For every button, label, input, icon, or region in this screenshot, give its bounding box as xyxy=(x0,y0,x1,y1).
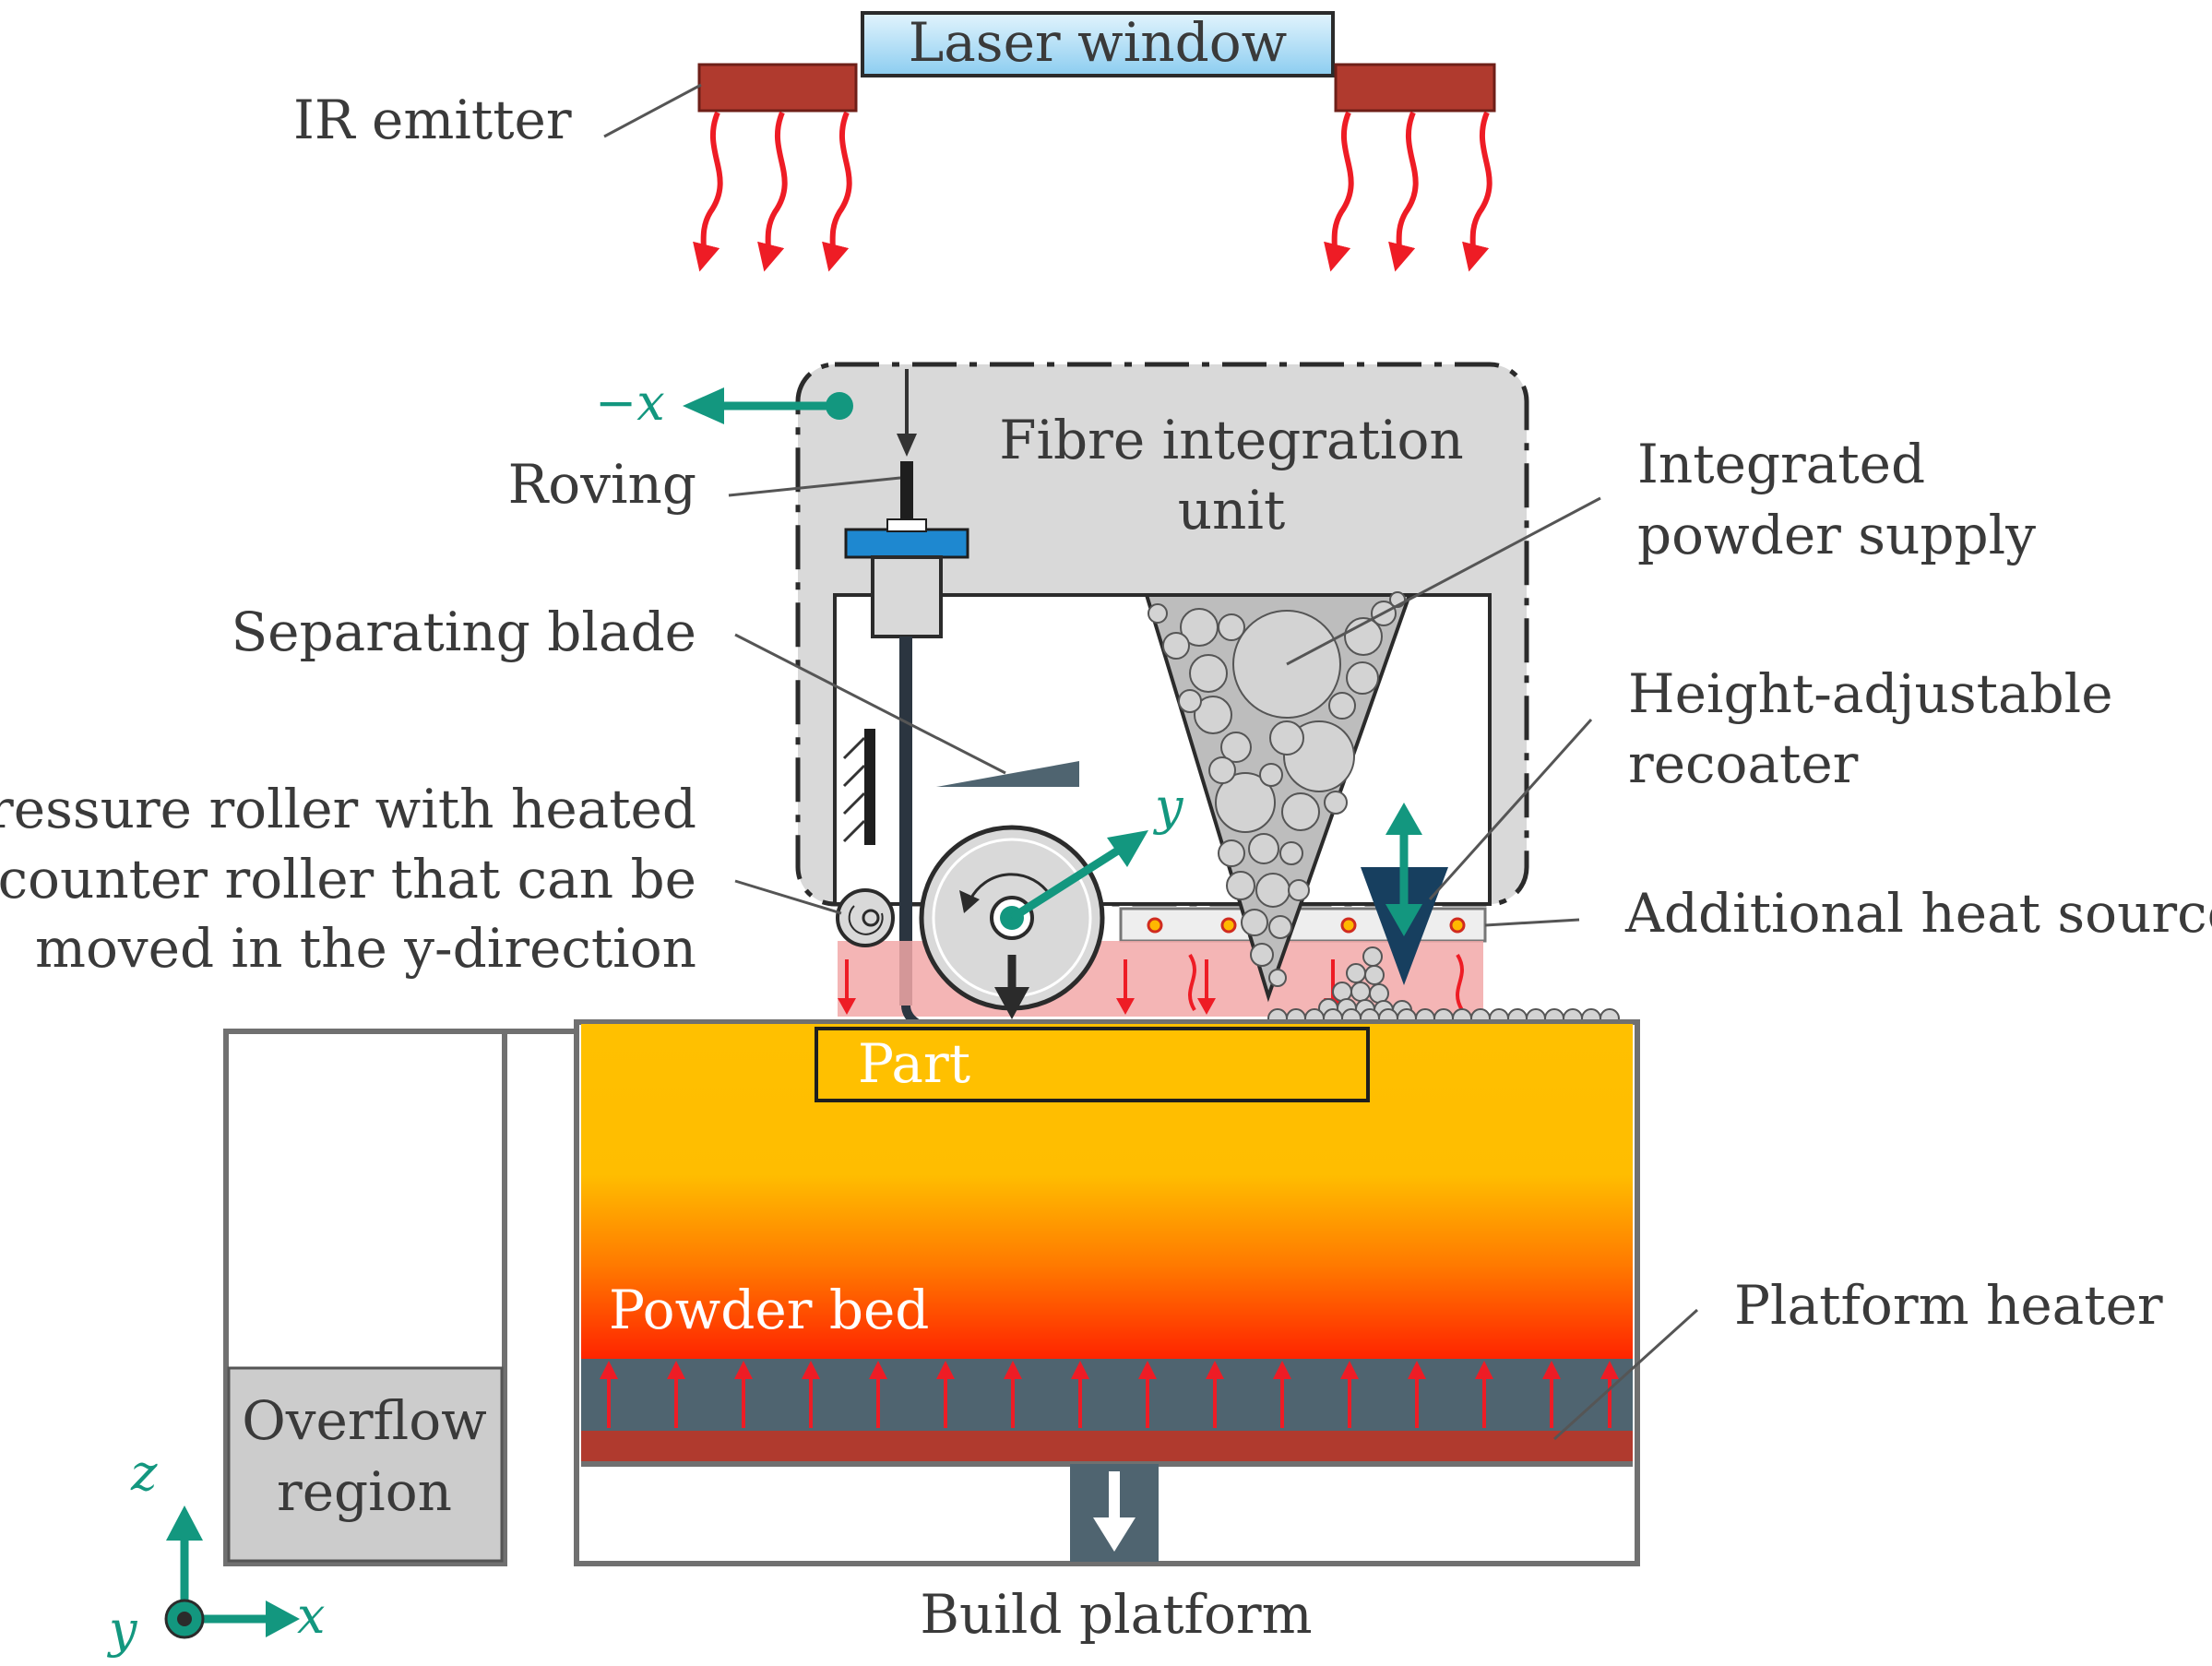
y-axis-label: y xyxy=(107,1601,138,1659)
overflow-region-fill xyxy=(227,1366,504,1563)
side-wall-bar xyxy=(864,729,875,845)
roving-guide-body xyxy=(871,555,943,638)
separating-blade xyxy=(936,761,1079,787)
platform-heater-arrows xyxy=(607,1374,1611,1428)
recoater-updown-arrow xyxy=(1385,803,1422,936)
wall-hatch xyxy=(842,736,866,843)
fibre-unit-label-1: Fibre integration xyxy=(999,409,1464,471)
additional-heat-source-label: Additional heat source xyxy=(1624,882,2212,945)
ir-emitter-leader xyxy=(603,83,702,138)
pressure-roller-label-2: counter roller that can be xyxy=(0,848,696,910)
platform-heater-leader xyxy=(1552,1308,1699,1441)
roving-guide-tab xyxy=(886,518,927,532)
ir-emitter-label: IR emitter xyxy=(293,89,572,151)
minus-x-axis-label: −x xyxy=(595,374,665,432)
build-platform-label: Build platform xyxy=(920,1583,1312,1646)
recoater-label-1: Height-adjustable xyxy=(1628,662,2113,725)
minus-x-direction-arrow xyxy=(683,387,853,424)
overflow-label-2: region xyxy=(277,1460,452,1523)
part xyxy=(815,1027,1370,1102)
pressure-roller-leader xyxy=(734,879,842,915)
ir-radiation-arrows xyxy=(693,111,1493,272)
roving-guide-clamp xyxy=(844,528,969,559)
additional-heat-leader xyxy=(1484,918,1580,927)
powder-particles xyxy=(1148,591,1406,987)
ir-emitter-left xyxy=(697,63,858,113)
separating-blade-leader xyxy=(734,633,1006,775)
laser-window xyxy=(861,11,1335,77)
platform-heater-plate xyxy=(581,1359,1633,1431)
recoater-label-2: recoater xyxy=(1628,732,1859,795)
counter-roller xyxy=(836,888,895,947)
pressure-roller-label-1: Pressure roller with heated xyxy=(0,778,696,840)
separating-blade-label: Separating blade xyxy=(231,601,696,663)
platform-heater-label: Platform heater xyxy=(1734,1274,2163,1337)
roving-leader xyxy=(728,476,901,497)
z-axis-label: z xyxy=(130,1444,158,1502)
platform-heater-arrowheads xyxy=(600,1361,1619,1379)
integrated-powder-leader xyxy=(1286,496,1601,666)
laser-window-label: Laser window xyxy=(909,11,1288,74)
y-direction-arrow xyxy=(1009,845,1124,922)
overflow-label-1: Overflow xyxy=(242,1389,487,1452)
counter-roller-hub xyxy=(862,909,880,927)
roving-tape-vertical xyxy=(899,637,912,1006)
pressure-roller-label-3: moved in the y-direction xyxy=(35,917,696,980)
platform-heater-element xyxy=(581,1431,1633,1461)
integrated-powder-label-2: powder supply xyxy=(1637,504,2036,566)
part-label: Part xyxy=(858,1032,970,1095)
roving-label: Roving xyxy=(508,453,696,516)
fibre-unit-label-2: unit xyxy=(1178,479,1286,541)
y-roller-axis-label: y xyxy=(1153,778,1184,836)
recoater-leader xyxy=(1428,718,1593,901)
x-axis-label: x xyxy=(297,1587,325,1645)
additional-heat-dots xyxy=(1147,917,1466,934)
coordinate-system xyxy=(164,1505,300,1639)
roving-strand xyxy=(900,461,913,535)
counter-roller-rotation xyxy=(848,905,884,935)
powder-bed-label: Powder bed xyxy=(609,1279,929,1341)
ir-emitter-right xyxy=(1334,63,1496,113)
integrated-powder-label-1: Integrated xyxy=(1637,433,1925,495)
pressure-roller-rotation xyxy=(969,873,1052,900)
